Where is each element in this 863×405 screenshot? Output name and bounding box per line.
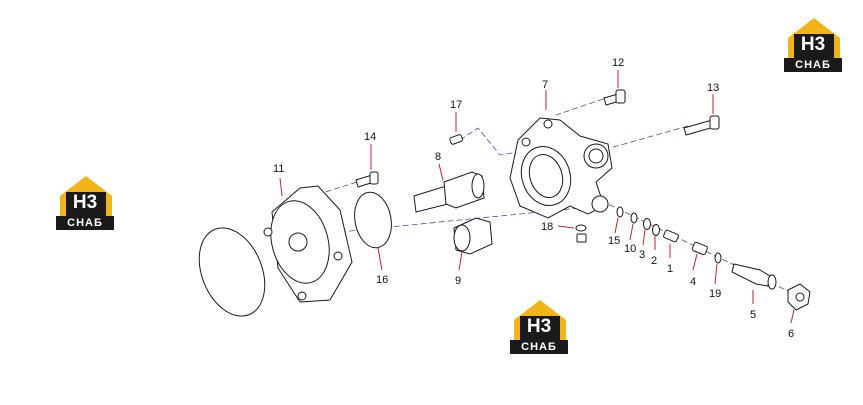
- callout-19: 19: [709, 288, 721, 300]
- callout-4: 4: [690, 276, 696, 288]
- callout-16: 16: [376, 274, 388, 286]
- gear-shaft-part-8: [413, 171, 485, 213]
- gear-part-9: [453, 217, 493, 255]
- callout-5: 5: [750, 309, 756, 321]
- callout-10: 10: [624, 243, 636, 255]
- bolt-part-14: [355, 171, 379, 188]
- callout-13: 13: [707, 82, 719, 94]
- plug-part-18: [575, 224, 587, 243]
- callout-12: 12: [612, 57, 624, 69]
- washer-part-3: [643, 218, 651, 230]
- ring-part-15: [616, 206, 624, 218]
- bolt-13-axis: [609, 125, 689, 149]
- bolt-part-12: [603, 89, 626, 106]
- spring-part-1: [663, 229, 679, 243]
- callout-17: 17: [450, 99, 462, 111]
- watermark-logo-top-right: H3 СНАБ: [782, 14, 846, 78]
- callout-14: 14: [364, 131, 376, 143]
- logo-name: СНАБ: [784, 58, 842, 72]
- callout-15: 15: [608, 235, 620, 247]
- bolt-part-13: [683, 115, 720, 136]
- ring-part-19: [714, 252, 722, 264]
- main-axis: [339, 204, 791, 293]
- callout-2: 2: [651, 255, 657, 267]
- washer-part-10: [630, 212, 638, 224]
- callout-6: 6: [788, 328, 794, 340]
- nut-part-2: [652, 224, 660, 236]
- watermark-logo-left: H3 СНАБ: [54, 172, 118, 236]
- callout-9: 9: [455, 275, 461, 287]
- callout-8: 8: [435, 151, 441, 163]
- gasket-ring: [198, 227, 266, 317]
- logo-mark: H3: [800, 34, 826, 55]
- pin-part-17: [449, 134, 463, 145]
- logo-name: СНАБ: [510, 340, 568, 354]
- housing-part-7: [509, 117, 613, 219]
- callout-1: 1: [667, 263, 673, 275]
- logo-name: СНАБ: [56, 216, 114, 230]
- callout-leaders: [279, 70, 795, 324]
- callout-11: 11: [273, 163, 284, 175]
- logo-mark: H3: [526, 316, 552, 337]
- callout-labels: 1 2 3 4 5 6 7 8 9 10 11 12 13 14 15 16 1…: [273, 57, 794, 340]
- cap-nut-part-6: [787, 283, 811, 311]
- cover-part-11: [263, 185, 353, 303]
- callout-7: 7: [542, 79, 548, 91]
- gasket-part-16: [354, 191, 392, 249]
- callout-18: 18: [541, 221, 553, 233]
- spring-part-4: [691, 241, 708, 256]
- callout-3: 3: [639, 249, 645, 261]
- valve-part-5: [731, 263, 777, 290]
- watermark-logo-bottom: H3 СНАБ: [508, 296, 572, 360]
- logo-mark: H3: [72, 192, 98, 213]
- bolt-12-axis: [555, 95, 613, 116]
